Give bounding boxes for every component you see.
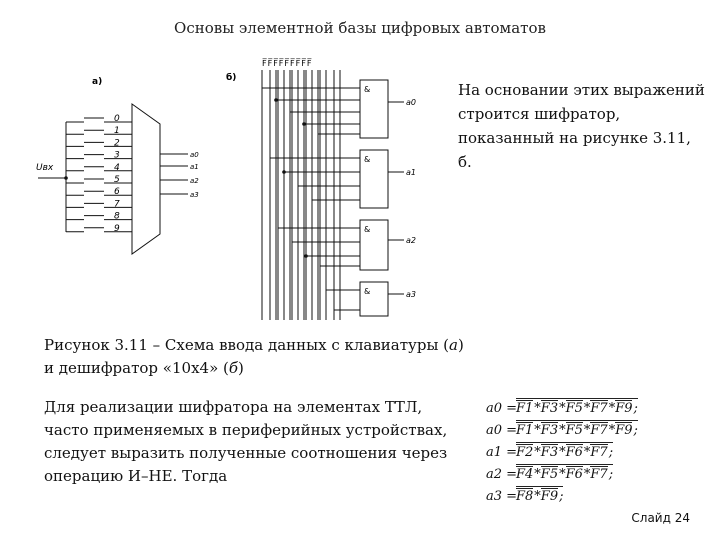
key-label: 8 [114, 212, 120, 222]
formula-term: F8 [516, 488, 534, 504]
formula-term: F1 [516, 422, 534, 438]
circuit-diagram: а) б) Uвх F̅F̅F̅F̅F̅F̅F̅F̅F̅ 0123456789 … [36, 58, 416, 320]
formula-rhs: F2*F3*F6*F7; [516, 442, 614, 460]
gate-symbol: & [364, 287, 370, 296]
formula-term: F7 [590, 422, 608, 438]
encoder-output-label: a0 [190, 151, 199, 159]
formula-row: a3 =F8*F9; [486, 486, 638, 508]
formula-term: F5 [565, 422, 583, 438]
formula-term: F6 [565, 466, 583, 482]
formula-term: F9 [615, 422, 633, 438]
gate-output-label: a0 [406, 98, 416, 107]
gate-symbol: & [364, 85, 370, 94]
key-label: 2 [114, 138, 120, 148]
formula-lhs: a2 = [486, 467, 518, 482]
input-label: Uвх [36, 163, 54, 173]
formula-rhs: F8*F9; [516, 486, 564, 504]
slide-title: Основы элементной базы цифровых автомато… [174, 19, 546, 37]
formula-row: a0 =F1*F3*F5*F7*F9; [486, 398, 638, 420]
formula-rhs: F1*F3*F5*F7*F9; [516, 398, 638, 416]
formula-row: a1 =F2*F3*F6*F7; [486, 442, 638, 464]
encoder-output-label: a2 [190, 177, 199, 185]
formula-rhs: F1*F3*F5*F7*F9; [516, 420, 638, 438]
formula-block: a0 =F1*F3*F5*F7*F9;a0 =F1*F3*F5*F7*F9;a1… [486, 398, 638, 508]
formula-term: F7 [590, 444, 608, 460]
slide-number: Слайд 24 [631, 511, 690, 525]
gate-output-label: a1 [406, 168, 416, 177]
formula-term: F1 [516, 400, 534, 416]
formula-lhs: a0 = [486, 423, 518, 438]
formula-term: F5 [565, 400, 583, 416]
formula-term: F3 [540, 444, 559, 460]
body-paragraph: Для реализации шифратора на элементах ТТ… [44, 398, 448, 485]
formula-term: F9 [615, 400, 633, 416]
formula-term: F5 [540, 466, 559, 482]
formula-term: F4 [516, 466, 534, 482]
formula-row: a0 =F1*F3*F5*F7*F9; [486, 420, 638, 442]
label-b: б) [226, 72, 236, 83]
formula-term: F7 [590, 400, 608, 416]
formula-lhs: a3 = [486, 489, 518, 504]
encoder-output-label: a3 [190, 191, 199, 199]
key-label: 6 [114, 187, 120, 197]
label-a: а) [92, 77, 102, 87]
figure-caption: Рисунок 3.11 – Схема ввода данных с клав… [44, 336, 464, 377]
formula-term: F3 [540, 422, 559, 438]
encoder-output-label: a1 [190, 163, 199, 171]
formula-rhs: F4*F5*F6*F7; [516, 464, 614, 482]
formula-term: F7 [590, 466, 608, 482]
gate-symbol: & [364, 155, 370, 164]
key-label: 9 [114, 224, 120, 234]
key-label: 4 [114, 163, 120, 173]
gate-output-label: a2 [406, 236, 416, 245]
formula-lhs: a1 = [486, 445, 518, 460]
key-label: 5 [114, 175, 120, 185]
formula-term: F9 [540, 488, 559, 504]
key-label: 3 [114, 151, 120, 161]
gate-symbol: & [364, 225, 370, 234]
key-label: 0 [114, 114, 120, 124]
formula-row: a2 =F4*F5*F6*F7; [486, 464, 638, 486]
formula-term: F2 [516, 444, 534, 460]
bus-label: F̅F̅F̅F̅F̅F̅F̅F̅F̅ [262, 58, 313, 68]
formula-lhs: a0 = [486, 401, 518, 416]
key-label: 1 [114, 126, 120, 136]
right-paragraph: На основании этих выражений строится шиф… [458, 81, 705, 171]
formula-term: F3 [540, 400, 559, 416]
formula-term: F6 [565, 444, 583, 460]
key-label: 7 [114, 199, 120, 209]
gate-output-label: a3 [406, 290, 416, 299]
